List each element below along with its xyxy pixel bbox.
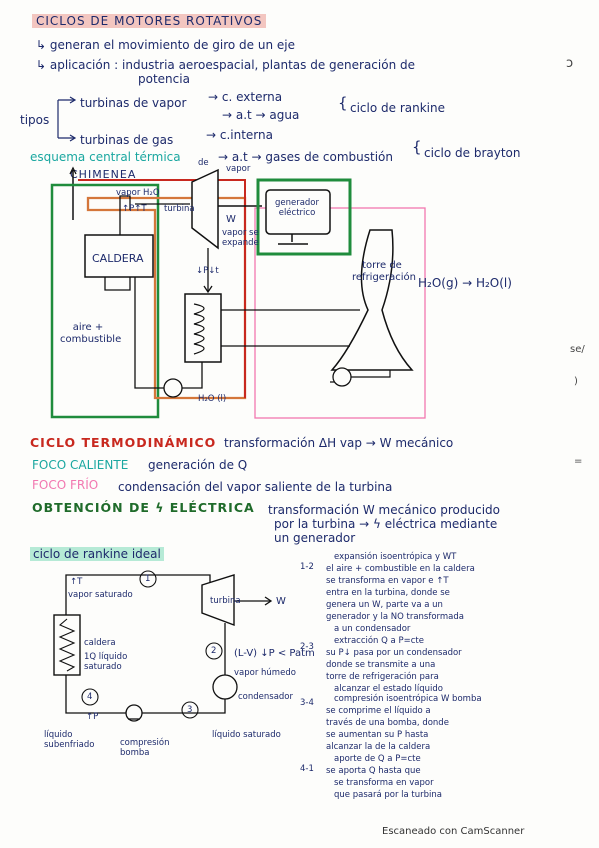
chimenea-label: CHIMENEA xyxy=(70,168,137,181)
step-line-14: se comprime el líquido a xyxy=(326,706,431,716)
rankine-vapor-saturado: vapor saturado xyxy=(68,590,133,600)
rankine-q-liquido: 1Q líquido saturado xyxy=(84,652,128,672)
step-line-4: entra en la turbina, donde se xyxy=(326,588,450,598)
step-34-marker: 3-4 xyxy=(300,698,314,708)
rankine-up-t: ↑T xyxy=(70,577,83,587)
rankine-condensador: condensador xyxy=(238,692,294,702)
step-line-12: alcanzar el estado líquido xyxy=(334,684,443,694)
foco-frio-desc: condensación del vapor saliente de la tu… xyxy=(118,480,393,494)
vapor-h2o-label: vapor H₂O xyxy=(116,188,160,198)
tipos-gas: turbinas de gas xyxy=(80,133,174,147)
torre-label: torre de refrigeración xyxy=(352,260,416,283)
step-line-8: extracción Q a P=cte xyxy=(334,636,424,646)
brace-2: { xyxy=(412,138,422,156)
step-line-20: se transforma en vapor xyxy=(334,778,434,788)
step-line-11: torre de refrigeración para xyxy=(326,672,439,682)
step-line-21: que pasará por la turbina xyxy=(334,790,442,800)
step-41-marker: 4-1 xyxy=(300,764,314,774)
rankine-vapor-humedo: vapor húmedo xyxy=(234,668,296,678)
step-line-5: genera un W, parte va a un xyxy=(326,600,443,610)
step-12-marker: 1-2 xyxy=(300,562,314,572)
foco-caliente-desc: generación de Q xyxy=(148,458,248,472)
margin-mark-4: = xyxy=(574,456,583,467)
brace-1: { xyxy=(338,94,348,112)
tipos-vapor-cycle: ciclo de rankine xyxy=(350,101,445,115)
rankine-caldera: caldera xyxy=(84,638,116,648)
rankine-lv: (L-V) ↓P < Patm xyxy=(234,648,315,659)
heading-line-2: ↳ aplicación : industria aeroespacial, p… xyxy=(36,58,415,72)
heading-line-2b: potencia xyxy=(138,72,190,86)
tipos-vapor: turbinas de vapor xyxy=(80,96,187,110)
scanner-watermark: Escaneado con CamScanner xyxy=(382,826,525,837)
obtencion-line-3: un generador xyxy=(274,531,356,545)
h2o-phase-label: H₂O(g) → H₂O(l) xyxy=(418,276,512,290)
foco-frio-label: FOCO FRÍO xyxy=(32,478,99,492)
ppt-label: ↑P↑T xyxy=(122,204,147,214)
obtencion-line-1: transformación W mecánico producido xyxy=(268,503,501,517)
heading-line-1: ↳ generan el movimiento de giro de un ej… xyxy=(36,38,295,52)
foco-caliente-label: FOCO CALIENTE xyxy=(32,458,129,472)
rankine-liquido-subenfriado: líquido subenfriado xyxy=(44,730,95,750)
tipos-bracket xyxy=(57,96,77,142)
h2o-liquid-label: H₂O (l) xyxy=(198,394,227,404)
rankine-liquido-saturado: líquido saturado xyxy=(212,730,281,740)
rankine-turbina: turbina xyxy=(210,596,241,606)
step-line-10: donde se transmite a una xyxy=(326,660,436,670)
rankine-w: W xyxy=(276,596,286,607)
aire-combustible-label: aire + combustible xyxy=(60,322,122,345)
step-line-3: se transforma en vapor e ↑T xyxy=(326,576,449,586)
esquema-de: de xyxy=(198,158,209,168)
step-line-19: se aporta Q hasta que xyxy=(326,766,421,776)
turbina-label: turbina xyxy=(164,204,195,214)
page-title: CICLOS DE MOTORES ROTATIVOS xyxy=(32,14,267,28)
tipos-gas-vapor: vapor xyxy=(226,164,251,174)
margin-mark-2: se/ xyxy=(570,344,585,355)
rankine-up-p: ↑P xyxy=(86,712,99,722)
rankine-compresion: compresión bomba xyxy=(120,738,170,758)
pte-label: ↓P↓t xyxy=(196,266,219,276)
margin-mark-3: ) xyxy=(574,376,578,387)
w-label: W xyxy=(226,214,236,225)
step-line-9: su P↓ pasa por un condensador xyxy=(326,648,462,658)
tipos-gas-cycle: ciclo de brayton xyxy=(424,146,521,160)
rankine-step-1: 1 xyxy=(145,574,151,584)
rankine-title: ciclo de rankine ideal xyxy=(30,547,164,561)
step-line-13: compresión isoentrópica W bomba xyxy=(334,694,482,704)
rankine-step-3: 3 xyxy=(187,705,193,715)
tipos-gas-gases: → a.t → gases de combustión xyxy=(218,150,394,164)
step-line-1: expansión isoentrópica y WT xyxy=(334,552,457,562)
margin-mark: ↄ xyxy=(566,56,574,71)
ciclo-title: CICLO TERMODINÁMICO xyxy=(30,435,217,450)
step-line-7: a un condensador xyxy=(334,624,411,634)
step-line-2: el aire + combustible en la caldera xyxy=(326,564,475,574)
rankine-step-4: 4 xyxy=(87,692,93,702)
step-line-18: aporte de Q a P=cte xyxy=(334,754,421,764)
tipos-vapor-externa: → c. externa xyxy=(208,90,283,104)
tipos-label: tipos xyxy=(20,113,50,127)
generador-label: generador eléctrico xyxy=(274,198,320,218)
step-line-6: generador y la NO transformada xyxy=(326,612,464,622)
obtencion-line-2: por la turbina → ϟ eléctrica mediante xyxy=(274,517,498,531)
esquema-label: esquema central térmica xyxy=(30,150,181,164)
caldera-label: CALDERA xyxy=(92,252,144,265)
tipos-vapor-at: → a.t → agua xyxy=(222,108,300,122)
ciclo-desc: transformación ΔH vap → W mecánico xyxy=(224,436,454,450)
central-termica-diagram xyxy=(50,166,426,419)
rankine-diagram xyxy=(53,570,273,722)
step-line-15: través de una bomba, donde xyxy=(326,718,449,728)
tipos-gas-interna: → c.interna xyxy=(206,128,273,142)
obtencion-title: OBTENCIÓN DE ϟ ELÉCTRICA xyxy=(32,500,255,515)
step-line-16: se aumentan su P hasta xyxy=(326,730,429,740)
rankine-step-2: 2 xyxy=(211,646,217,656)
vapor-expande-label: vapor se expande xyxy=(222,228,259,248)
step-line-17: alcanzar la de la caldera xyxy=(326,742,431,752)
step-23-marker: 2-3 xyxy=(300,642,314,652)
